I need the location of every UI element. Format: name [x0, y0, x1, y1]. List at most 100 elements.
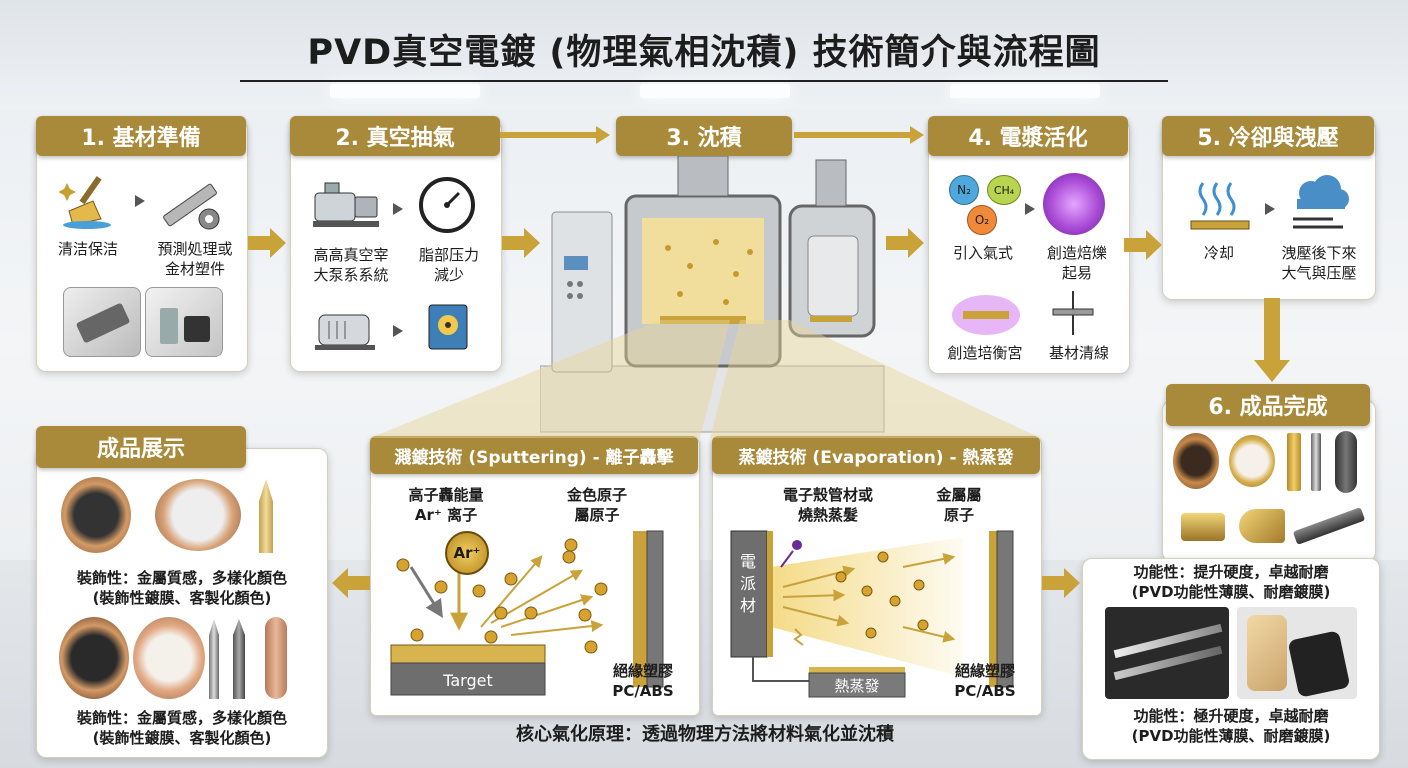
sputtering-diagram [390, 530, 664, 696]
deco-label-3: 裝飾性：金屬質感，多樣化顏色 [76, 709, 287, 727]
watch-dark-photo [1173, 433, 1219, 489]
target-label: Target [443, 670, 493, 690]
evaporation-panel: 電子殼管材或 燒熱蒸髮 金屬屬 原子 電派材 熱蒸發 絕緣塑膠 PC/ABS [712, 438, 1042, 716]
pvd-machine-illustration [540, 156, 885, 433]
triangle-arrow-icon [1265, 203, 1275, 215]
label-plasma-1: 創造焙爍 [1046, 244, 1107, 262]
label-pump-1: 高高真空宰 [313, 246, 389, 264]
gold-part-photo [1239, 509, 1285, 543]
arrow-evap-to-func [1042, 568, 1080, 598]
label-gas-intro: 引入氣式 [952, 244, 1013, 262]
label-vent-1: 洩壓後下來 [1281, 244, 1357, 262]
drill-bit-photo [1287, 433, 1301, 491]
label-evap-sub-2: PC/ABS [954, 682, 1016, 700]
phone-case-photo [1335, 431, 1357, 493]
showcase-card: 裝飾性：金屬質感，多樣化顏色 (裝飾性鍍膜、客製化顏色) 裝飾性：金屬質感，多樣… [36, 448, 328, 758]
ceiling-lamp [640, 84, 790, 98]
source-label: 電派材 [739, 552, 756, 615]
step-5-header: 5. 冷卻與洩壓 [1162, 116, 1374, 156]
label-pump-2: 大泵系系統 [313, 266, 389, 284]
ceiling-lamp [950, 84, 1100, 98]
step-1-header: 1. 基材準備 [36, 116, 246, 156]
function-label-3: 功能性：極升硬度，卓越耐磨 [1133, 707, 1329, 725]
title-bar: PVD真空電鍍 (物理氣相沈積) 技術簡介與流程圖 [240, 18, 1168, 82]
triangle-arrow-icon [1025, 203, 1035, 215]
arrow-top-2-to-3 [500, 126, 610, 144]
plasma-glow-icon [1043, 173, 1105, 235]
step-1-card: 清洁保洁 預測処理或 金材塑件 [36, 120, 248, 372]
sputtering-header: 濺鍍技術 (Sputtering) - 離子轟擊 [370, 436, 698, 474]
evaporation-header: 蒸鍍技術 (Evaporation) - 熱蒸發 [712, 436, 1040, 474]
gear-bar-icon [163, 183, 220, 230]
gas-o2-icon: O₂ [967, 205, 997, 235]
label-metal-2: 原子 [943, 506, 974, 524]
step-4-card: N₂ CH₄ O₂ 引入氣式 創造焙爍 起易 創造培衡宮 基材清線 [928, 120, 1130, 374]
label-metal-1: 金屬屬 [936, 486, 982, 504]
function-label-1: 功能性：提升硬度，卓越耐磨 [1133, 563, 1329, 581]
gas-n2-icon: N₂ [949, 175, 979, 205]
watch-white-photo [133, 617, 205, 699]
label-cool: 冷却 [1203, 244, 1234, 262]
label-substrate-clean: 基材清線 [1048, 344, 1109, 362]
triangle-arrow-icon [393, 325, 403, 337]
step-6-card [1162, 400, 1376, 562]
deco-label-1: 裝飾性：金屬質感，多樣化顏色 [76, 569, 287, 587]
metal-part-photo [63, 287, 141, 357]
gas-ch4-icon: CH₄ [987, 175, 1021, 205]
watch-rose-photo [61, 477, 131, 553]
label-pretreat-1: 預測処理或 [157, 240, 233, 258]
label-gauge-1: 脂部压力 [418, 246, 479, 264]
sputtering-panel: 高子轟能量 Ar⁺ 离子 金色原子 屬原子 Ar⁺ Target 絕緣塑膠 PC… [370, 438, 700, 716]
venting-icon [1293, 175, 1349, 229]
silver-tool-photo [209, 619, 219, 699]
label-ion-1: 高子轟能量 [408, 486, 484, 504]
arrow-2-to-3 [502, 228, 540, 258]
label-plasma-2: 起易 [1061, 264, 1092, 282]
function-label-4: (PVD功能性薄膜、耐磨鍍膜) [1131, 727, 1331, 745]
function-label-2: (PVD功能性薄膜、耐磨鍍膜) [1131, 583, 1331, 601]
tool-bit-photo [1311, 433, 1321, 491]
label-gauge-2: 減少 [433, 266, 464, 284]
step-6-header: 6. 成品完成 [1166, 384, 1370, 426]
label-evap-sub-1: 絕緣塑膠 [954, 662, 1015, 680]
function-showcase-card: 功能性：提升硬度，卓越耐磨 (PVD功能性薄膜、耐磨鍍膜) 功能性：極升硬度，卓… [1082, 558, 1380, 760]
phones-photo [1237, 607, 1357, 699]
arrow-4-to-5 [1124, 230, 1162, 260]
metal-rod-photo [1292, 507, 1366, 545]
label-clean: 清洁保洁 [57, 240, 118, 258]
triangle-arrow-icon [393, 203, 403, 215]
pressure-gauge-icon [419, 177, 475, 233]
arrow-1-to-2 [248, 228, 286, 258]
triangle-arrow-icon [135, 195, 145, 207]
step-3-header: 3. 沈積 [616, 116, 792, 156]
watch-silver-photo [155, 479, 241, 551]
label-create: 創造培衡宮 [947, 344, 1023, 362]
label-beam-1: 電子殼管材或 [782, 486, 873, 504]
chamber-fan-icon [428, 304, 468, 350]
ceiling-lamp [330, 84, 480, 98]
knives-photo [1105, 607, 1229, 699]
dark-tool-photo [233, 619, 245, 699]
watch-gold-photo [1229, 435, 1275, 487]
label-ion-2: Ar⁺ 离子 [414, 506, 478, 524]
gold-ring-photo [1181, 513, 1225, 541]
step-2-header: 2. 真空抽氣 [290, 116, 500, 156]
page-title: PVD真空電鍍 (物理氣相沈積) 技術簡介與流程圖 [307, 32, 1101, 73]
step-4-header: 4. 電漿活化 [928, 116, 1128, 156]
label-sub-1: 絕緣塑膠 [612, 662, 673, 680]
label-vent-2: 大气與压壓 [1281, 264, 1357, 282]
arrow-5-to-6 [1254, 298, 1290, 382]
label-beam-2: 燒熱蒸髮 [797, 506, 858, 524]
deco-label-2: (裝飾性鍍膜、客製化顏色) [92, 589, 272, 607]
vacuum-pump-icon [313, 182, 379, 227]
argon-ion-icon: Ar⁺ [445, 531, 489, 575]
core-principle-text: 核心氣化原理：透過物理方法將材料氣化並沈積 [516, 724, 894, 745]
deco-label-4: (裝飾性鍍膜、客製化顏色) [92, 729, 272, 747]
substrate-clean-icon [1052, 291, 1094, 335]
arrow-3-to-4 [886, 228, 924, 258]
plastic-part-photo [145, 287, 223, 357]
watch-black-photo [59, 617, 129, 699]
arrow-top-3-to-4 [794, 126, 924, 144]
glow-substrate-icon [952, 295, 1020, 335]
broom-clean-icon [59, 176, 111, 229]
